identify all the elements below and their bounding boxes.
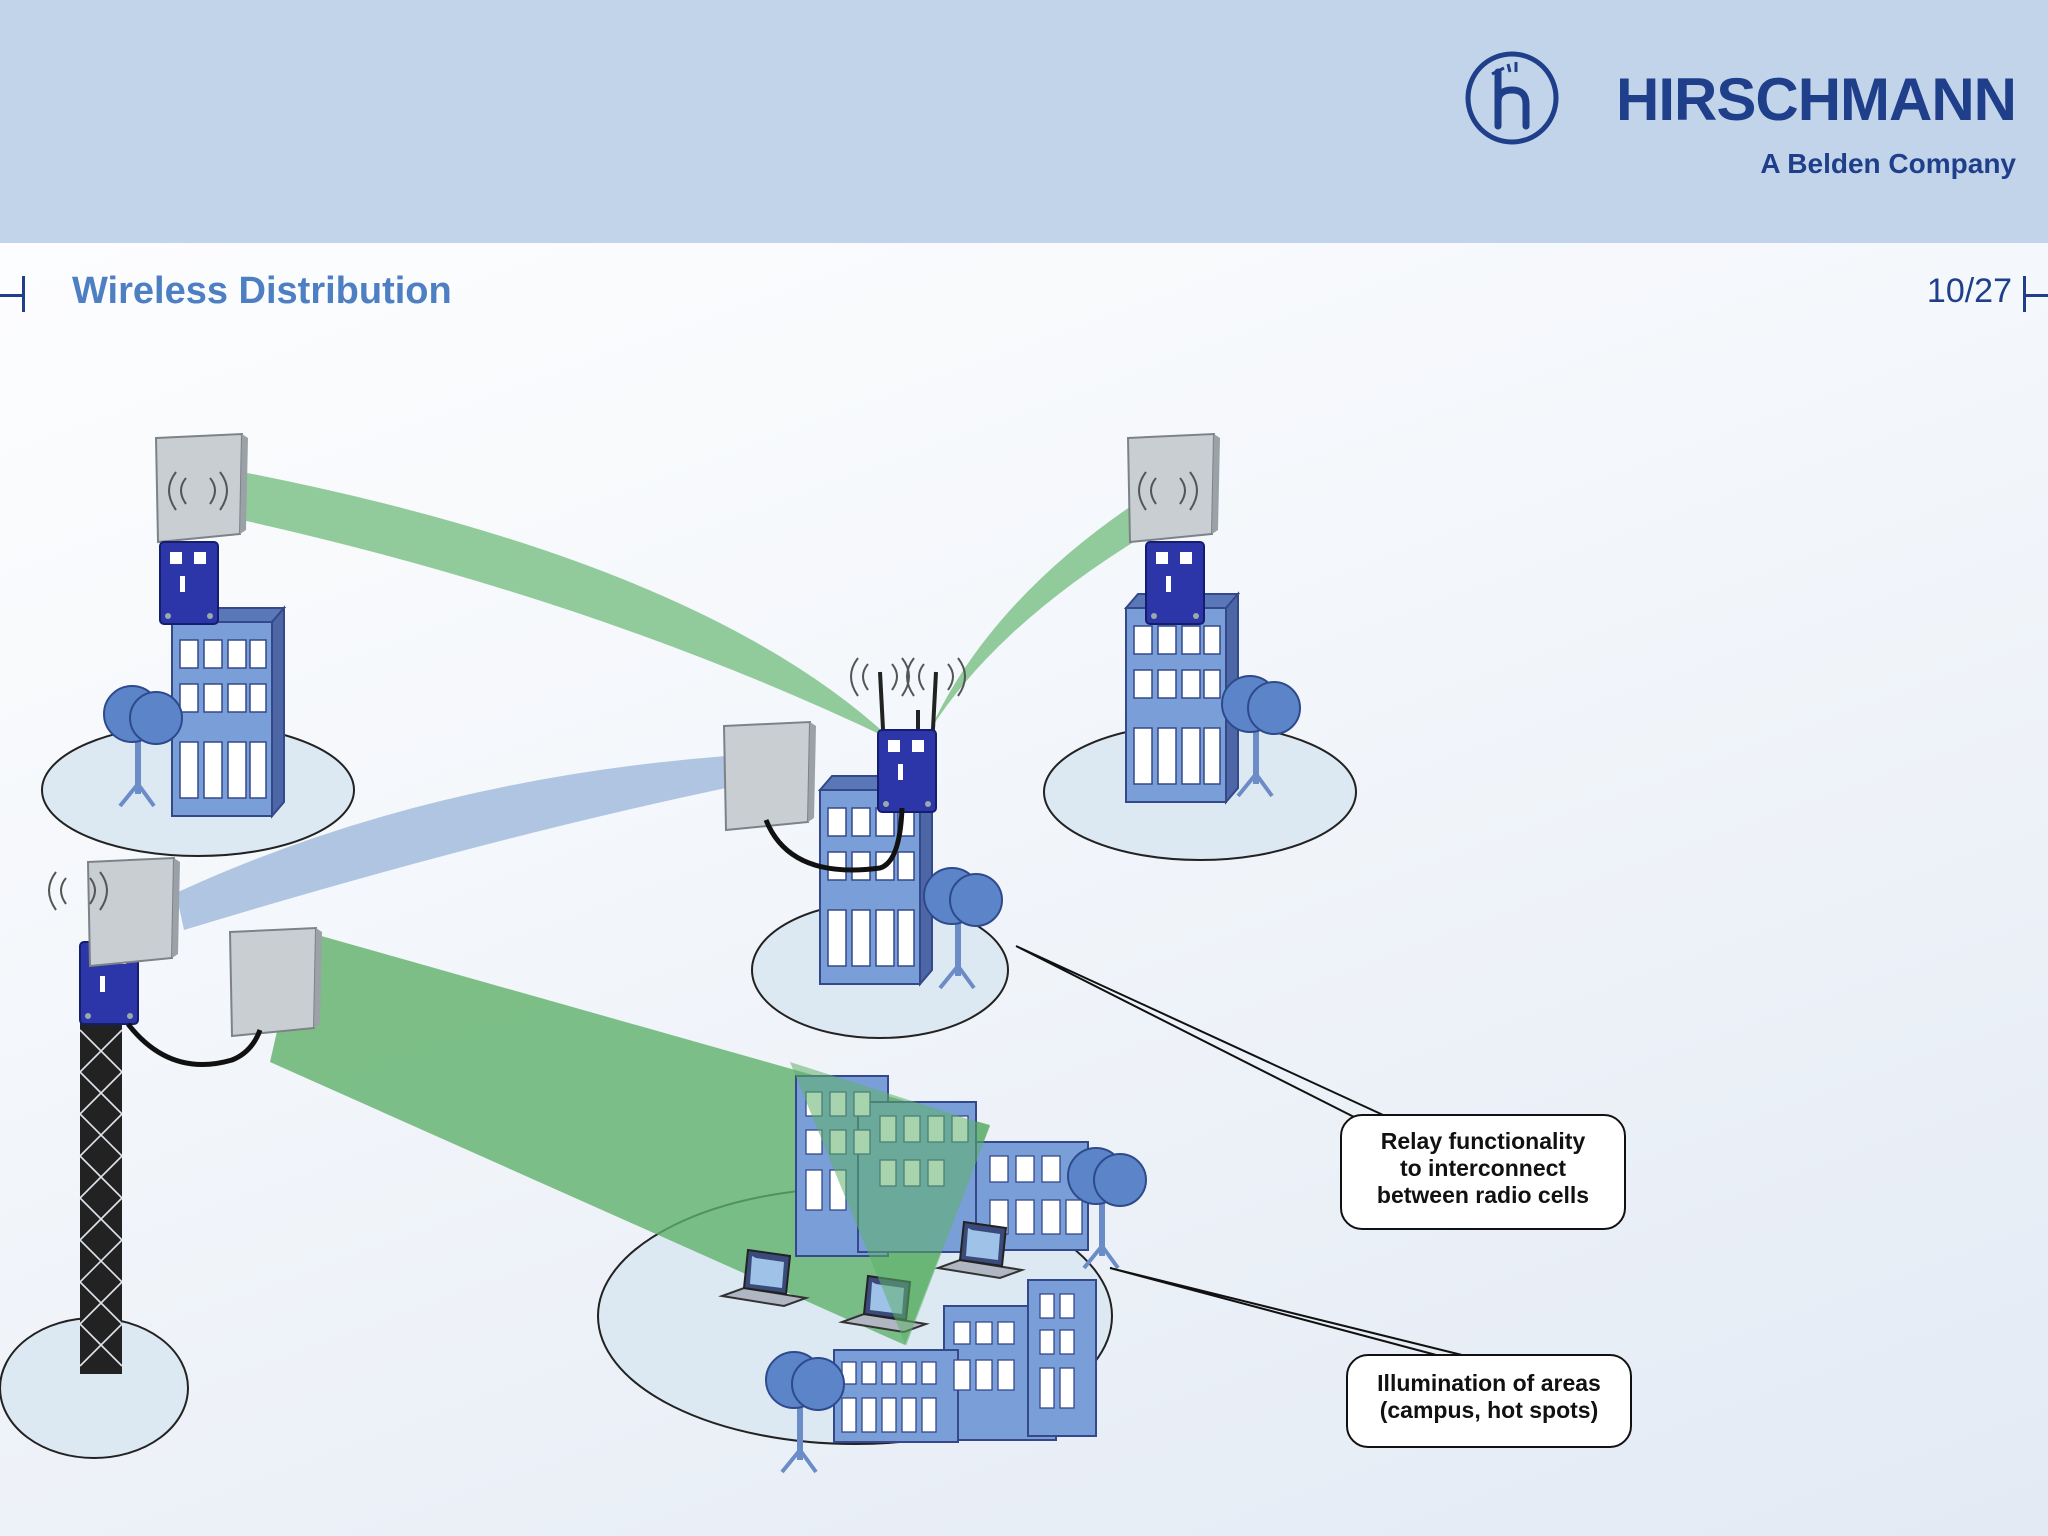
beam-top-left-to-relay (232, 470, 892, 740)
brand-subtitle: A Belden Company (1760, 148, 2016, 179)
slide-header: HIRSCHMANN A Belden Company (0, 0, 2048, 243)
relay-callout-pointer (1015, 945, 1395, 1121)
illumination-callout-line-2: (campus, hot spots) (1379, 1397, 1599, 1423)
radio-tower-icon (80, 1022, 122, 1374)
slide-title: Wireless Distribution (72, 270, 452, 312)
illumination-callout-line-1: Illumination of areas (1377, 1370, 1601, 1396)
left-edge-marker (0, 294, 24, 297)
page-number: 10/27 (1926, 272, 2012, 310)
brand-block: HIRSCHMANN A Belden Company (1616, 66, 2017, 180)
illumination-callout: Illumination of areas (campus, hot spots… (1346, 1354, 1632, 1448)
right-edge-marker-bar (2023, 276, 2026, 312)
left-edge-marker-bar (22, 276, 25, 312)
right-edge-marker (2024, 294, 2048, 297)
brand-name: HIRSCHMANN (1616, 66, 2017, 133)
beam-top-right-to-relay (930, 500, 1160, 730)
illumination-callout-pointer (1109, 1267, 1467, 1357)
relay-callout-line-2: to interconnect (1399, 1155, 1567, 1181)
campus-buildings-icon (721, 1075, 1148, 1474)
relay-callout-line-1: Relay functionality (1380, 1128, 1586, 1154)
relay-callout-line-3: between radio cells (1376, 1182, 1590, 1208)
hirschmann-logo-icon (1465, 51, 1559, 145)
beam-tower-to-relay (176, 756, 726, 930)
relay-callout: Relay functionality to interconnect betw… (1340, 1114, 1626, 1230)
